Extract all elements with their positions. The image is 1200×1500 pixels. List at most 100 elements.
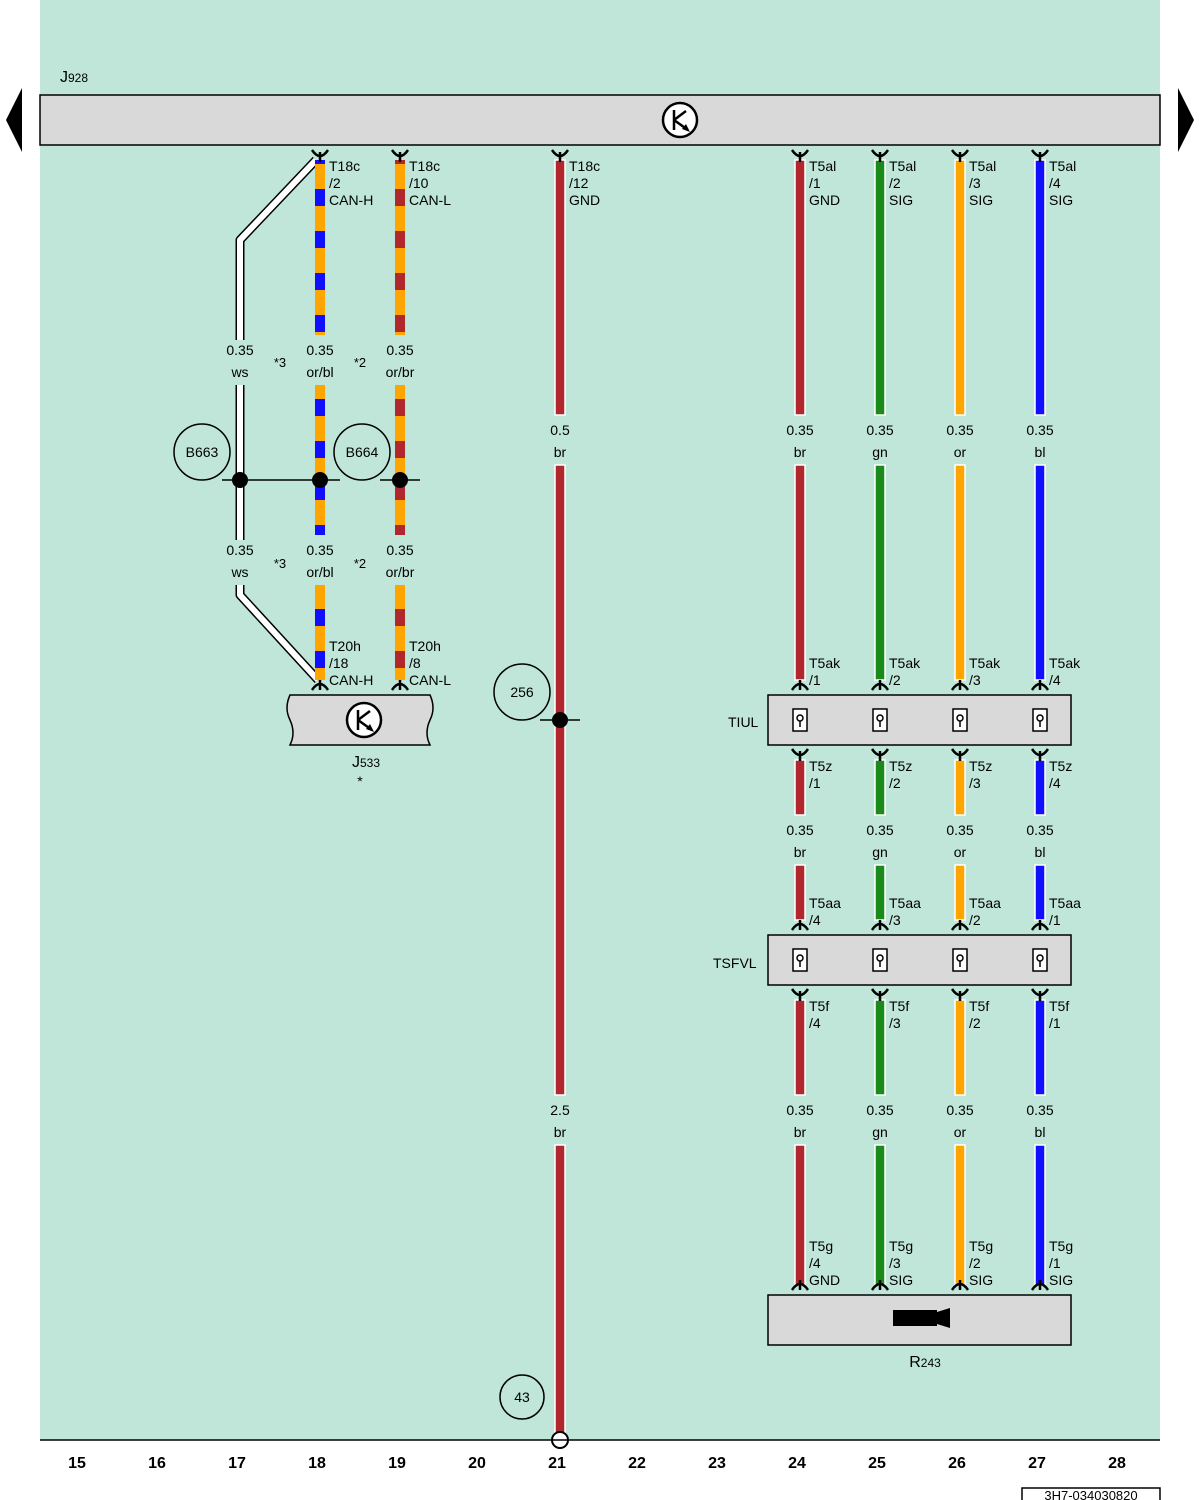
splice-dot (232, 472, 248, 488)
pin-label: T5z/1 (809, 758, 832, 791)
pin-contact-icon (950, 680, 970, 691)
inline-connector-icon (792, 708, 808, 732)
pin-label: T5ak/1 (809, 655, 841, 688)
triangle-right-icon[interactable] (1178, 88, 1194, 152)
pin-label: T5z/4 (1049, 758, 1072, 791)
column-number: 22 (628, 1455, 646, 1472)
wire-segment (874, 864, 886, 921)
pin-contact-icon (870, 920, 890, 931)
wire-segment (1034, 159, 1046, 416)
pin-label: T5f/1 (1049, 998, 1069, 1031)
ground-point-43[interactable]: 43 (499, 1374, 545, 1420)
column-number: 28 (1108, 1455, 1126, 1472)
inline-connector-icon (1032, 948, 1048, 972)
junction-b663[interactable]: B663 (173, 423, 231, 481)
pin-contact-icon (870, 1280, 890, 1291)
column-number: 20 (468, 1455, 486, 1472)
module-r243[interactable]: R243 (767, 1294, 1072, 1371)
column-number: 23 (708, 1455, 726, 1472)
pin-contact-icon (390, 680, 410, 691)
wire-or-bl-upper (315, 160, 325, 335)
wire-or-bl-mid (315, 385, 325, 535)
pin-contact-icon (310, 149, 330, 162)
footnote: *3 (274, 355, 286, 370)
wire-segment (874, 1144, 886, 1286)
column-number: 18 (308, 1455, 326, 1472)
wire-or-br-mid (395, 385, 405, 535)
inline-connector-icon (872, 948, 888, 972)
wire-or-br-upper (395, 160, 405, 335)
wire-segment (794, 159, 806, 416)
pin-contact-icon (790, 988, 810, 1001)
junction-label: B663 (186, 444, 219, 460)
footnote: *2 (354, 355, 366, 370)
wire-segment (954, 999, 966, 1096)
pin-contact-icon (870, 748, 890, 761)
pin-label: T5f/2 (969, 998, 989, 1031)
pin-label: T5z/2 (889, 758, 912, 791)
inline-connector-icon (792, 948, 808, 972)
junction-256[interactable]: 256 (493, 663, 551, 721)
pin-label: T5ak/3 (969, 655, 1001, 688)
pin-label: T5aa/1 (1049, 895, 1081, 928)
transceiver-icon (345, 701, 383, 739)
pin-contact-icon (870, 680, 890, 691)
column-number: 21 (548, 1455, 566, 1472)
pin-contact-icon (550, 149, 570, 162)
inline-connector-icon (952, 948, 968, 972)
wire-segment (1034, 759, 1046, 816)
triangle-left-icon[interactable] (6, 88, 22, 152)
pin-contact-icon (950, 1280, 970, 1291)
splice-dot (552, 712, 568, 728)
pin-contact-icon (870, 149, 890, 162)
wire-segment (954, 1144, 966, 1286)
column-number: 17 (228, 1455, 246, 1472)
connector-tiul[interactable]: TIUL (728, 694, 1072, 746)
wire-segment (874, 464, 886, 681)
column-number: 15 (68, 1455, 86, 1472)
pin-contact-icon (950, 149, 970, 162)
wire-segment (794, 999, 806, 1096)
pin-label: T5f/4 (809, 998, 829, 1031)
pin-label: T5ak/4 (1049, 655, 1081, 688)
module-j928-label: J928 (60, 69, 88, 86)
module-j533[interactable]: J533 * (286, 694, 434, 789)
junction-b664[interactable]: B664 (333, 423, 391, 481)
module-j928[interactable]: J928 (39, 69, 1161, 146)
wire-segment (1034, 1144, 1046, 1286)
junction-label: 43 (514, 1389, 530, 1405)
pin-contact-icon (950, 988, 970, 1001)
connector-tsfvl[interactable]: TSFVL (713, 934, 1072, 986)
column-number: 24 (788, 1455, 806, 1472)
module-j533-label: J533 (352, 754, 380, 771)
column-number: 26 (948, 1455, 966, 1472)
wire-segment (794, 759, 806, 816)
pin-contact-icon (1030, 149, 1050, 162)
document-number-box: 3H7-034030820 (1021, 1487, 1161, 1500)
pin-label: T5aa/2 (969, 895, 1001, 928)
connector-tiul-label: TIUL (728, 714, 759, 730)
inline-connector-icon (1032, 708, 1048, 732)
module-r243-label: R243 (909, 1354, 941, 1371)
